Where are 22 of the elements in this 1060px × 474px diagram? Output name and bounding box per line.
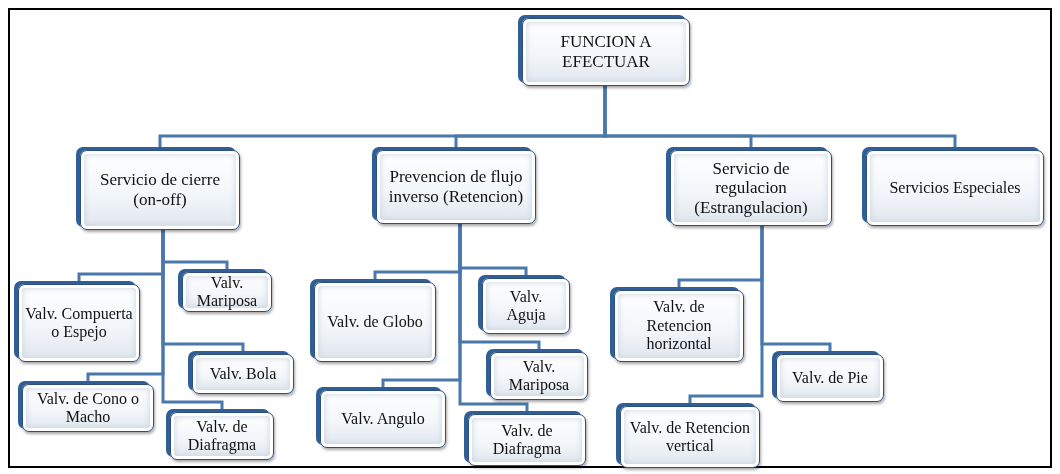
box-label: Prevencion de flujo inverso (Retencion) — [387, 167, 525, 207]
box-label: Valv. Angulo — [341, 409, 425, 429]
box-label: Valv. de Cono o Macho — [35, 389, 141, 427]
connector-line — [161, 230, 224, 412]
box-label: Servicios Especiales — [889, 178, 1021, 198]
box-label: Valv. de Retencion horizontal — [645, 298, 713, 354]
box-label: Valv. de Pie — [792, 368, 868, 388]
box-label: Valv. Aguja — [505, 287, 547, 325]
connector-line — [603, 86, 957, 150]
box-label: Valv. Bola — [209, 364, 277, 384]
box-label: Valv. de Diafragma — [491, 421, 563, 459]
box-label: Servicio de cierre (on-off) — [99, 170, 221, 210]
connector-line — [688, 226, 764, 406]
box-label: Valv. de Globo — [327, 312, 423, 332]
box-label: Valv. de Diafragma — [186, 417, 258, 455]
box-label: Valv. Mariposa — [195, 273, 259, 311]
box-label: Servicio de regulacion (Estrangulacion) — [693, 158, 809, 218]
box-label: Valv. Compuerta o Espejo — [25, 304, 133, 342]
box-label: FUNCION A EFECTUAR — [559, 32, 653, 72]
box-label: Valv. de Retencion vertical — [628, 418, 752, 456]
connector-line — [458, 224, 529, 414]
box-label: Valv. Mariposa — [507, 357, 571, 395]
